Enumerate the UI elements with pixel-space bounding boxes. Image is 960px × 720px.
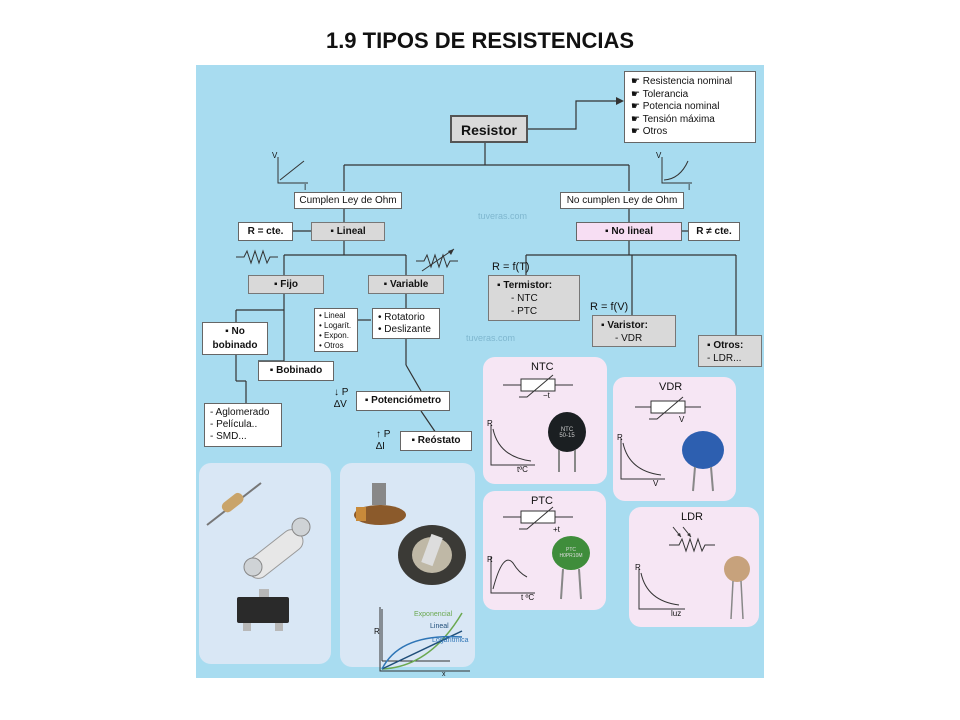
fixed-resistor-photos (199, 463, 331, 664)
ntc-symbol-graph (490, 374, 586, 472)
ldr-panel: LDR R luz (629, 507, 759, 627)
ldr-graph-x: luz (671, 609, 682, 618)
ntc-chip-label: NTC 50-15 (559, 427, 575, 439)
ptc-symbol-label: +t (553, 525, 560, 534)
property-item: ☛ Tolerancia (631, 88, 689, 100)
ldr-symbol-graph (638, 526, 750, 620)
fixed-resistor-images (206, 482, 311, 631)
list-item: • Rotatorio (378, 312, 425, 323)
ntc-graph-x: tºC (517, 465, 528, 474)
vdr-title: VDR (659, 381, 683, 393)
ntc-title: NTC (531, 361, 554, 373)
taper-graph-x: x (442, 671, 446, 678)
list-item: - SMD... (210, 431, 247, 442)
ntc-symbol-label: −t (543, 391, 550, 400)
variable-mode-list: • Rotatorio • Deslizante (372, 308, 440, 339)
ptc-panel: PTC +t R t ºC PTC H0PR10M (483, 491, 606, 610)
ptc-chip-label: PTC H0PR10M (559, 547, 583, 559)
taper-lin-label: Lineal (430, 623, 449, 630)
vdr-graph-x: V (653, 479, 659, 488)
ntc-panel: NTC −t R tºC NTC 50-15 (483, 357, 607, 484)
list-item: - Aglomerado (210, 407, 270, 418)
properties-list: ☛ Resistencia nominal ☛ Tolerancia ☛ Pot… (624, 71, 756, 143)
pot-symbols: ↓ P∆V (334, 387, 349, 410)
vdr-symbol-graph (620, 396, 724, 492)
fijo-box: ▪ Fijo (248, 275, 324, 294)
ldr-graph-r: R (635, 563, 641, 572)
ptc-symbol-graph (490, 506, 590, 600)
resistor-root: Resistor (450, 115, 528, 143)
taper-exp-label: Exponencial (414, 611, 453, 618)
otros-box: ▪ Otros: - LDR... (698, 335, 762, 367)
r-f-v-label: R = f(V) (590, 301, 629, 313)
no-lineal-box: ▪ No lineal (576, 222, 682, 241)
graph-v-label: V (272, 151, 278, 160)
reostato-box: ▪ Reóstato (400, 431, 472, 451)
list-item: - Película.. (210, 419, 258, 430)
property-item: ☛ Otros (631, 126, 668, 137)
r-no-cte-box: R ≠ cte. (688, 222, 740, 241)
list-item: • Expon. (319, 331, 349, 340)
graph-v-label-2: V (656, 151, 662, 160)
no-cumplen-ohm-box: No cumplen Ley de Ohm (560, 192, 684, 209)
ldr-title: LDR (681, 511, 704, 523)
property-item: ☛ Tensión máxima (631, 113, 715, 125)
lineal-box: ▪ Lineal (311, 222, 385, 241)
list-item: • Deslizante (378, 324, 431, 335)
variable-law-list: • Lineal • Logarít. • Expon. • Otros (314, 308, 358, 352)
vdr-symbol-label: V (679, 415, 685, 424)
varistor-box: ▪ Varistor: - VDR (592, 315, 676, 347)
watermark: tuveras.com (478, 211, 528, 221)
ptc-graph-x: t ºC (521, 593, 535, 602)
potentiometer-images (354, 483, 466, 662)
taper-log-label: Logarítmica (432, 637, 469, 644)
ptc-title: PTC (531, 495, 553, 507)
taper-graph (379, 607, 470, 672)
property-item: ☛ Potencia nominal (631, 101, 720, 112)
graph-i-label: I (304, 183, 307, 192)
ntc-graph-r: R (487, 419, 493, 428)
termistor-box: ▪ Termistor: - NTC - PTC (488, 275, 580, 321)
diagram-canvas: V I V I ☛ Resistencia nominal ☛ Toleranc… (196, 65, 764, 678)
cumplen-ohm-box: Cumplen Ley de Ohm (294, 192, 402, 209)
list-item: • Otros (319, 341, 344, 350)
page-title: 1.9 TIPOS DE RESISTENCIAS (325, 28, 635, 53)
r-f-t-label: R = f(T) (492, 261, 530, 273)
bobinado-box: ▪ Bobinado (258, 361, 334, 381)
watermark: tuveras.com (466, 333, 516, 343)
graph-i-label-2: I (688, 183, 691, 192)
fijo-types-list: - Aglomerado - Película.. - SMD... (204, 403, 282, 447)
ptc-graph-r: R (487, 555, 493, 564)
list-item: • Logarít. (319, 321, 352, 330)
reo-symbols: ↑ P∆I (376, 429, 391, 452)
list-item: • Lineal (319, 311, 346, 320)
vdr-panel: VDR V R V (613, 377, 736, 501)
vdr-graph-r: R (617, 433, 623, 442)
potenciometro-box: ▪ Potenciómetro (356, 391, 450, 411)
r-cte-box: R = cte. (238, 222, 293, 241)
taper-graph-r: R (374, 627, 380, 636)
variable-box: ▪ Variable (368, 275, 444, 294)
property-item: ☛ Resistencia nominal (631, 76, 733, 87)
variable-resistor-photos (340, 463, 475, 667)
